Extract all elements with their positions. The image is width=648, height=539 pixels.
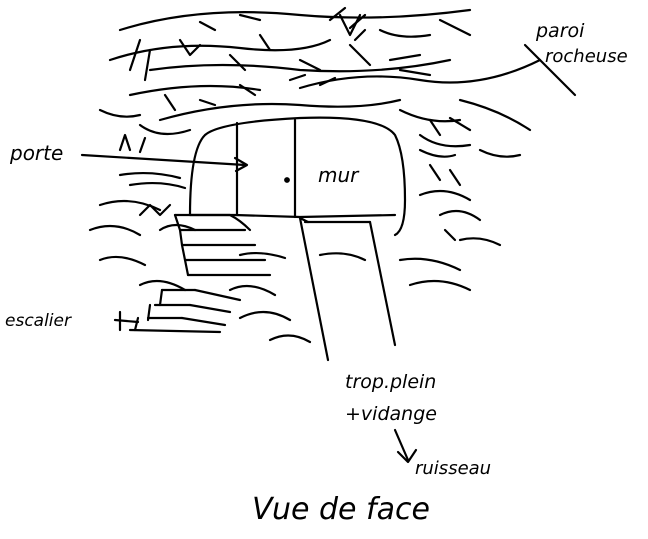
page-title: Vue de face	[252, 495, 430, 525]
rock-wall-scribbles	[100, 8, 575, 157]
spring-house-structure	[190, 118, 405, 235]
porte-label: porte	[10, 143, 63, 163]
rocheuse-label: rocheuse	[545, 48, 628, 66]
ruisseau-label: ruisseau	[415, 460, 491, 478]
mur-label: mur	[318, 165, 358, 185]
escalier-arrow	[115, 320, 138, 322]
paroi-label: paroi	[536, 22, 584, 41]
trop-plein-label: trop.plein	[345, 373, 436, 392]
escalier-label: escalier	[5, 313, 71, 330]
vidange-label: +vidange	[345, 405, 437, 424]
porte-arrow	[82, 155, 245, 165]
overflow-pipe	[300, 218, 395, 360]
